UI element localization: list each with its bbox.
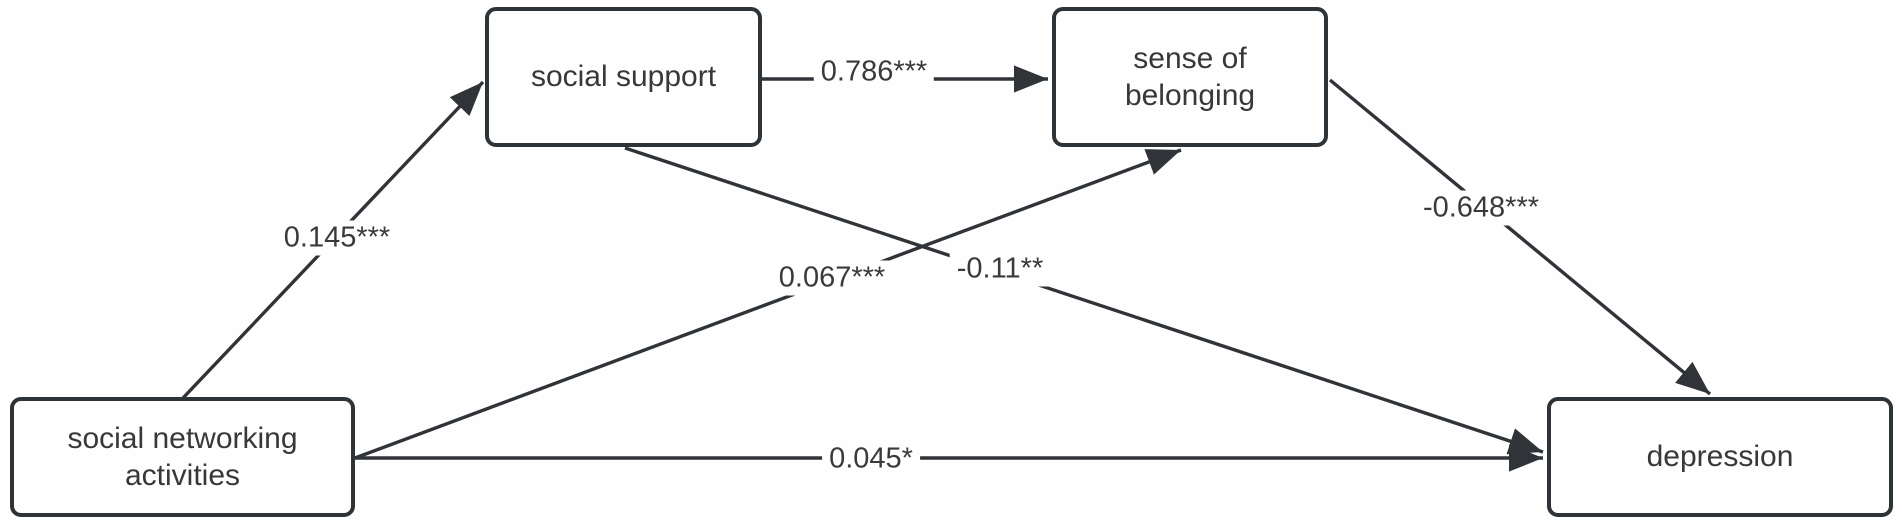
edge-label-sna-to-depression: 0.045* bbox=[822, 441, 920, 477]
edge-belonging-to-depression-arrow bbox=[1328, 78, 1712, 396]
edge-support-to-depression-arrow bbox=[624, 146, 1544, 455]
node-social-networking-activities: social networking activities bbox=[10, 397, 355, 517]
edge-label-sna-to-belonging: 0.067*** bbox=[771, 260, 893, 296]
node-depression: depression bbox=[1547, 397, 1893, 517]
edge-label-support-to-belonging: 0.786*** bbox=[813, 54, 935, 90]
edge-label-sna-to-support: 0.145*** bbox=[276, 220, 398, 256]
edge-label-support-to-depression: -0.11** bbox=[949, 251, 1051, 287]
node-social-support: social support bbox=[485, 7, 762, 147]
edge-label-belonging-to-depression: -0.648*** bbox=[1415, 190, 1547, 226]
node-sense-of-belonging: sense of belonging bbox=[1052, 7, 1328, 147]
edge-sna-to-belonging-arrow bbox=[354, 148, 1182, 460]
